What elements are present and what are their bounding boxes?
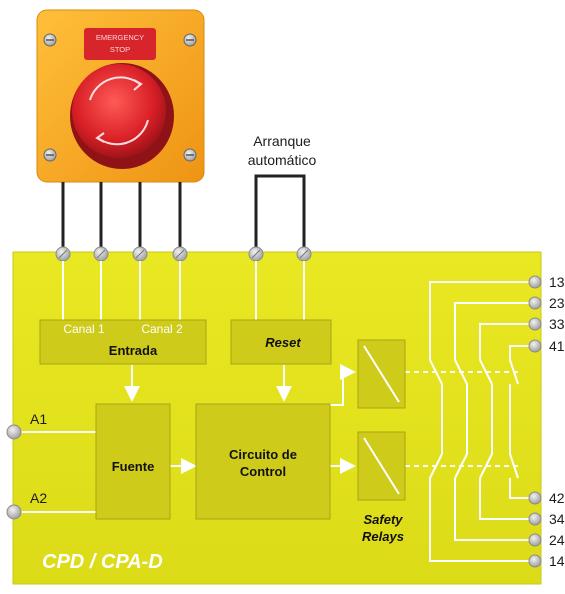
terminal-label-23: 23: [549, 295, 565, 311]
reset-label: Reset: [265, 335, 301, 350]
safety-relays-label-line1: Safety: [363, 512, 403, 527]
internal-wiring: [20, 261, 520, 513]
estop-wires: [61, 182, 182, 252]
emergency-stop-button[interactable]: [70, 63, 174, 169]
board-title: CPD / CPA-D: [42, 551, 163, 573]
reset-jumper-wire: [254, 174, 306, 252]
terminal-label-34: 34: [549, 511, 565, 527]
arranque-label-line2: automático: [248, 152, 317, 168]
entrada-label: Entrada: [109, 343, 158, 358]
canal2-label: Canal 2: [141, 322, 183, 336]
terminal-label-a1: A1: [30, 411, 47, 427]
arranque-label-line1: Arranque: [253, 133, 311, 149]
fuente-block: Fuente: [95, 403, 171, 520]
canal1-label: Canal 1: [63, 322, 105, 336]
output-contacts: [429, 281, 530, 562]
emergency-stop-box: EMERGENCY STOP: [36, 9, 205, 183]
estop-label-line2: STOP: [110, 45, 130, 54]
safety-relays-label-line2: Relays: [362, 529, 404, 544]
terminal-label-14: 14: [549, 553, 565, 569]
emergency-stop-plate: [84, 28, 156, 60]
circuito-label-line2: Control: [240, 464, 286, 479]
terminal-label-24: 24: [549, 532, 565, 548]
terminal-screw: [55, 246, 312, 262]
screw-icon: [183, 33, 197, 47]
screw-icon: [43, 148, 57, 162]
terminal-label-13: 13: [549, 274, 565, 290]
screw-icon: [183, 148, 197, 162]
terminal-label-33: 33: [549, 316, 565, 332]
entrada-block: Canal 1 Canal 2 Entrada: [39, 319, 207, 365]
safety-relay-1: [357, 339, 406, 409]
rotate-arrows-icon: [89, 76, 149, 146]
estop-label-line1: EMERGENCY: [96, 33, 144, 42]
circuito-control-block: Circuito de Control: [195, 403, 331, 520]
terminal-screw: [528, 275, 542, 568]
reset-block: Reset: [230, 319, 332, 365]
terminal-screw: [6, 424, 22, 520]
screw-icon: [43, 33, 57, 47]
circuito-label-line1: Circuito de: [229, 447, 297, 462]
terminal-label-42: 42: [549, 490, 565, 506]
terminal-label-a2: A2: [30, 490, 47, 506]
fuente-label: Fuente: [112, 459, 155, 474]
safety-relay-2: [357, 431, 406, 501]
terminal-label-41: 41: [549, 338, 565, 354]
